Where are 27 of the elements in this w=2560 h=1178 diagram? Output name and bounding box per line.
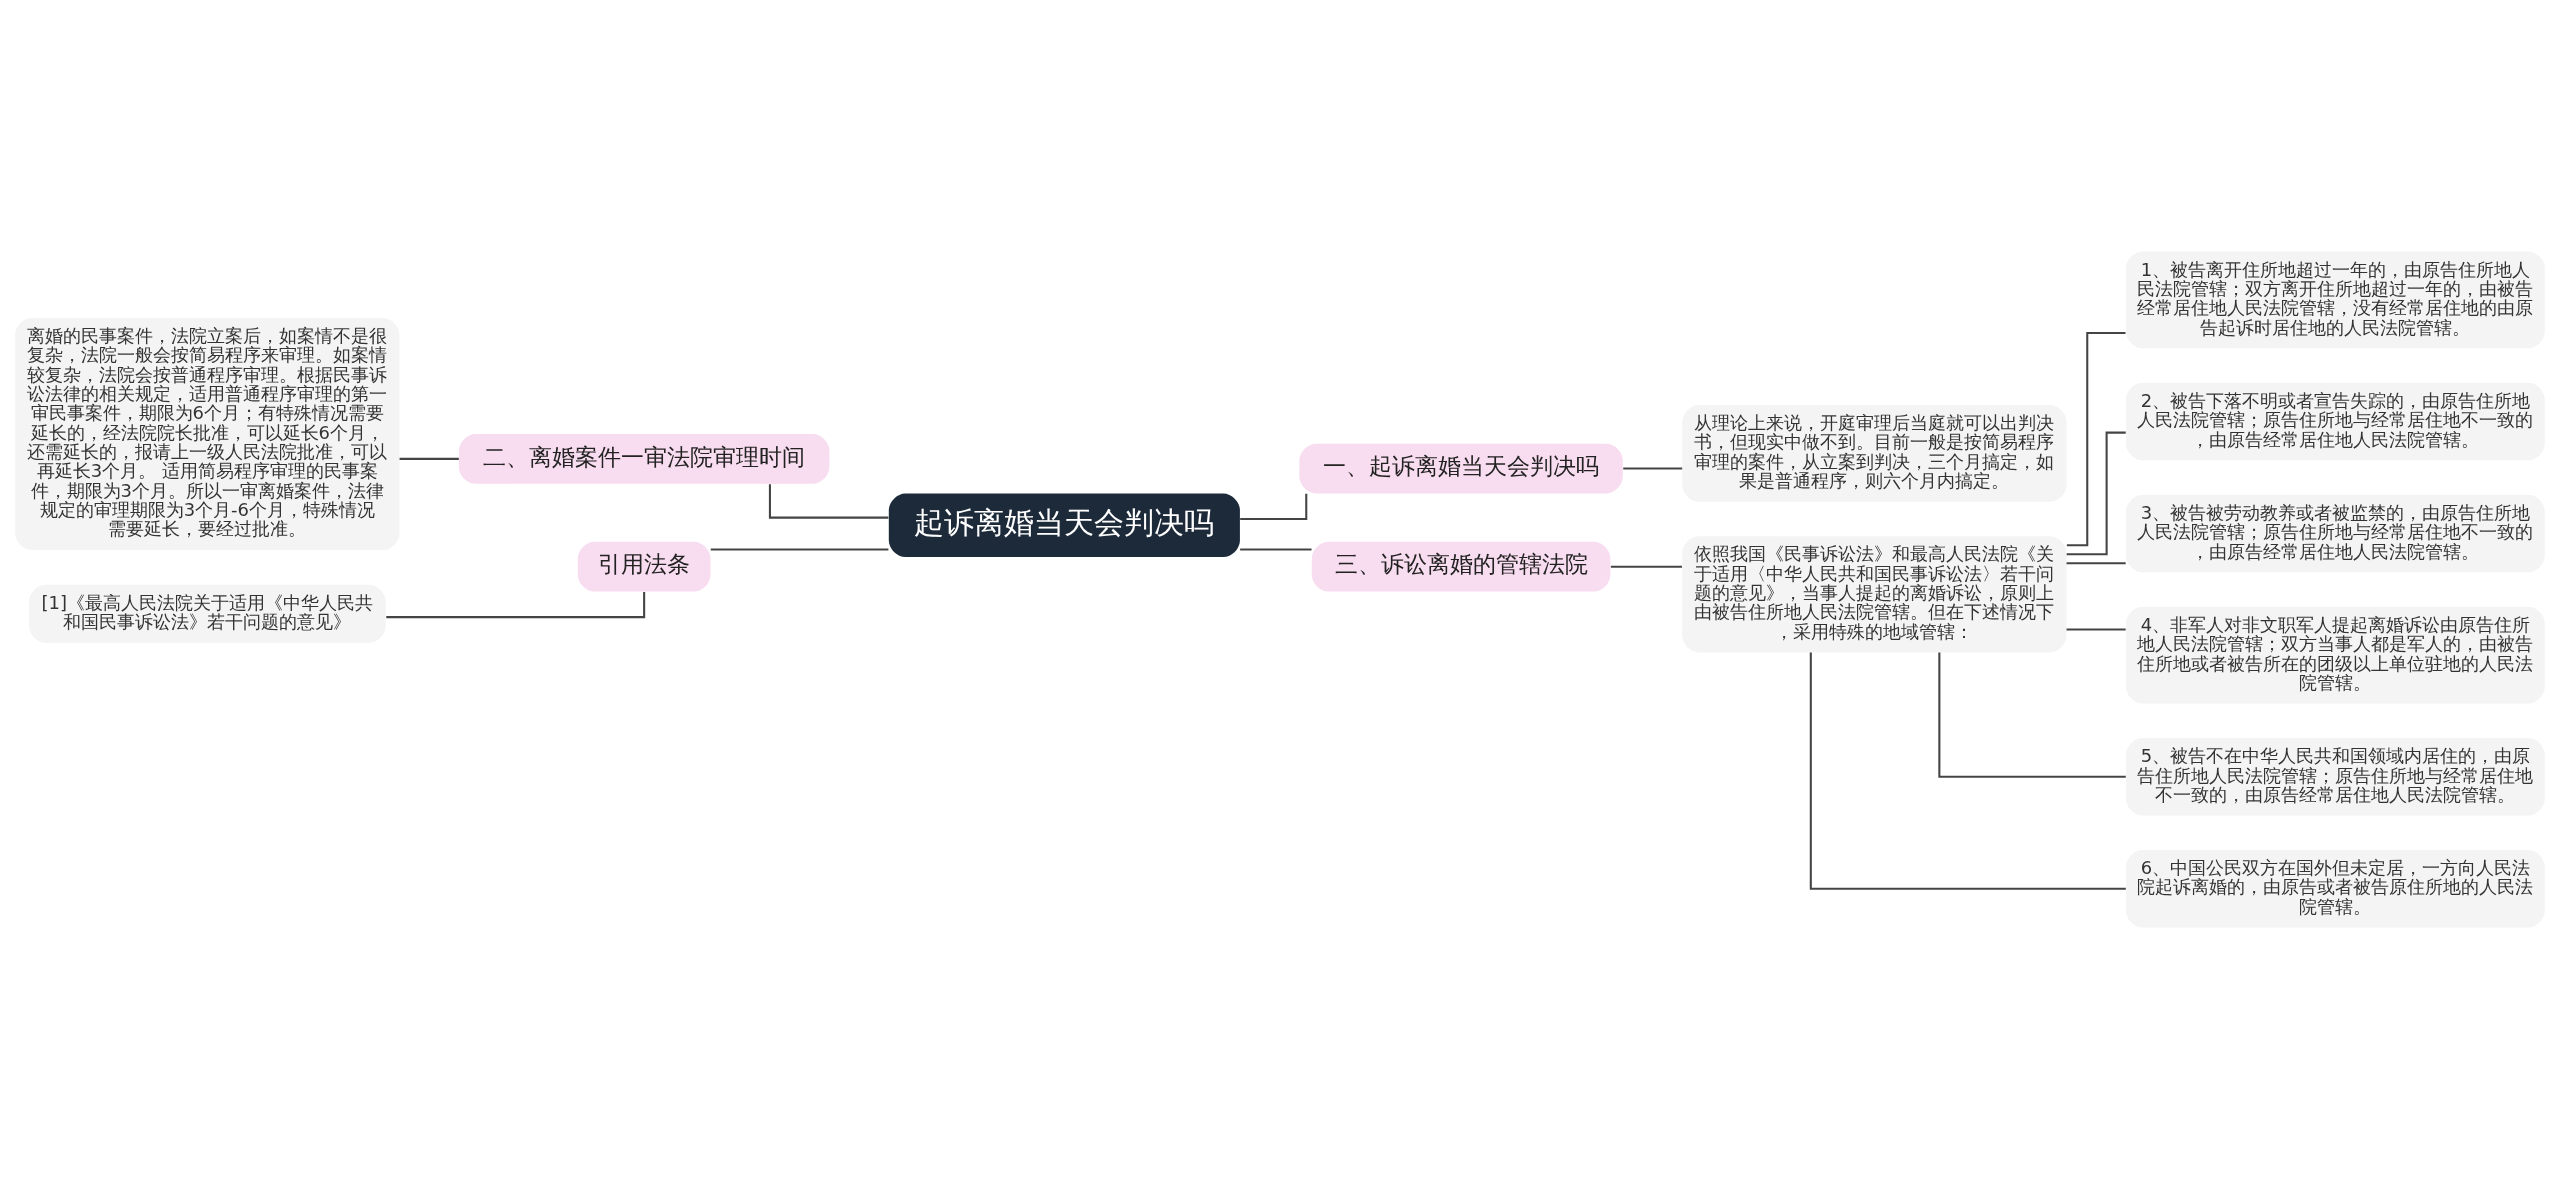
connector: [2066, 628, 2126, 631]
node-box: 4、非军人对非文职军人提起离婚诉讼由原告住所地人民法院管辖；双方当事人都是军人的，由被告住所地或者被告所在的团级以上单位驻地的人民法院管辖。: [2125, 606, 2545, 704]
node-box: 1、被告离开住所地超过一年的，由原告住所地人民法院管辖；双方离开住所地超过一年的，由被告经常居住地人民法院管辖，没有经常居住地的由原告起诉时居住地的人民法院管辖。: [2125, 251, 2545, 348]
connector: [2066, 431, 2126, 555]
connector: [1240, 547, 1312, 550]
connector: [1240, 493, 1308, 520]
node-box: [1]《最高人民法院关于适用《中华人民共和国民事诉讼法》若干问题的意见》: [29, 584, 386, 643]
node-box: 5、被告不在中华人民共和国领域内居住的，由原告住所地人民法院管辖；原告住所地与经常居住地不一致的，由原告经常居住地人民法院管辖。: [2125, 737, 2545, 815]
connector: [2066, 561, 2126, 564]
connector: [2066, 331, 2126, 546]
node-box: 6、中国公民双方在国外但未定居，一方向人民法院起诉离婚的，由原告或者被告原住所地的人民法院管辖。: [2125, 849, 2545, 927]
connector: [399, 457, 459, 460]
node-box: 二、离婚案件一审法院审理时间: [458, 433, 830, 484]
node-box: 从理论上来说，开庭审理后当庭就可以出判决书，但现实中做不到。目前一般是按简易程序审理的案件，从立案到判决，三个月搞定，如果是普通程序，则六个月内搞定。: [1682, 404, 2067, 502]
node-box: 依照我国《民事诉讼法》和最高人民法院《关于适用〈中华人民共和国民事诉讼法〉若干问题的意见》，当事人提起的离婚诉讼，原则上由被告住所地人民法院管辖。但在下述情况下，采用特殊的地域管辖：: [1682, 535, 2067, 652]
node-box: 引用法条: [577, 541, 711, 592]
connector: [1623, 467, 1683, 470]
node-box: 离婚的民事案件，法院立案后，如案情不是很复杂，法院一般会按简易程序来审理。如案情较复杂，法院会按普通程序审理。根据民事诉讼法律的相关规定，适用普通程序审理的第一审民事案件，期限为6个月；有特殊情况需要延长的，经法院院长批准，可以延长6个月，还需延长的，报请上一级人民法院批准，可以再延长3个月。 适用简易程序审理的民事案件，期限为3个月。所以一审离婚案件，法律规定的审理期限为3个月-6个月，特殊情况需要延长，要经过批准。: [15, 317, 400, 550]
connector: [1809, 652, 2126, 890]
node-box: 2、被告下落不明或者宣告失踪的，由原告住所地人民法院管辖；原告住所地与经常居住地不一致的，由原告经常居住地人民法院管辖。: [2125, 382, 2545, 460]
connector: [710, 547, 889, 550]
connector: [1938, 652, 2126, 778]
node-box: 一、起诉离婚当天会判决吗: [1299, 443, 1623, 493]
node-box: 3、被告被劳动教养或者被监禁的，由原告住所地人民法院管辖；原告住所地与经常居住地不一致的，由原告经常居住地人民法院管辖。: [2125, 494, 2545, 572]
node-box: 三、诉讼离婚的管辖法院: [1311, 541, 1611, 592]
node-box: 起诉离婚当天会判决吗: [888, 492, 1240, 557]
connector: [1610, 565, 1682, 568]
